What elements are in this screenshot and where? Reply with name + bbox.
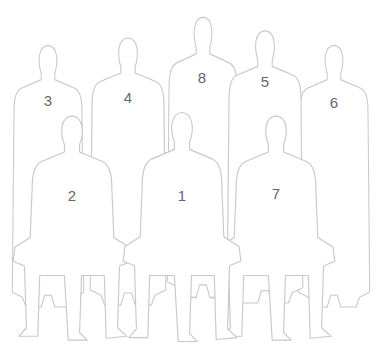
person-figure [123, 113, 241, 342]
callout-number: 2 [68, 188, 76, 203]
callout-number: 3 [44, 93, 52, 108]
callout-number: 5 [261, 74, 269, 89]
callout-number: 4 [124, 90, 132, 105]
callout-number: 1 [178, 188, 186, 203]
callout-number: 6 [330, 95, 338, 110]
callout-number: 8 [198, 70, 206, 85]
callout-number: 7 [272, 186, 280, 201]
person-figure [13, 116, 131, 340]
person-figure [217, 116, 335, 340]
